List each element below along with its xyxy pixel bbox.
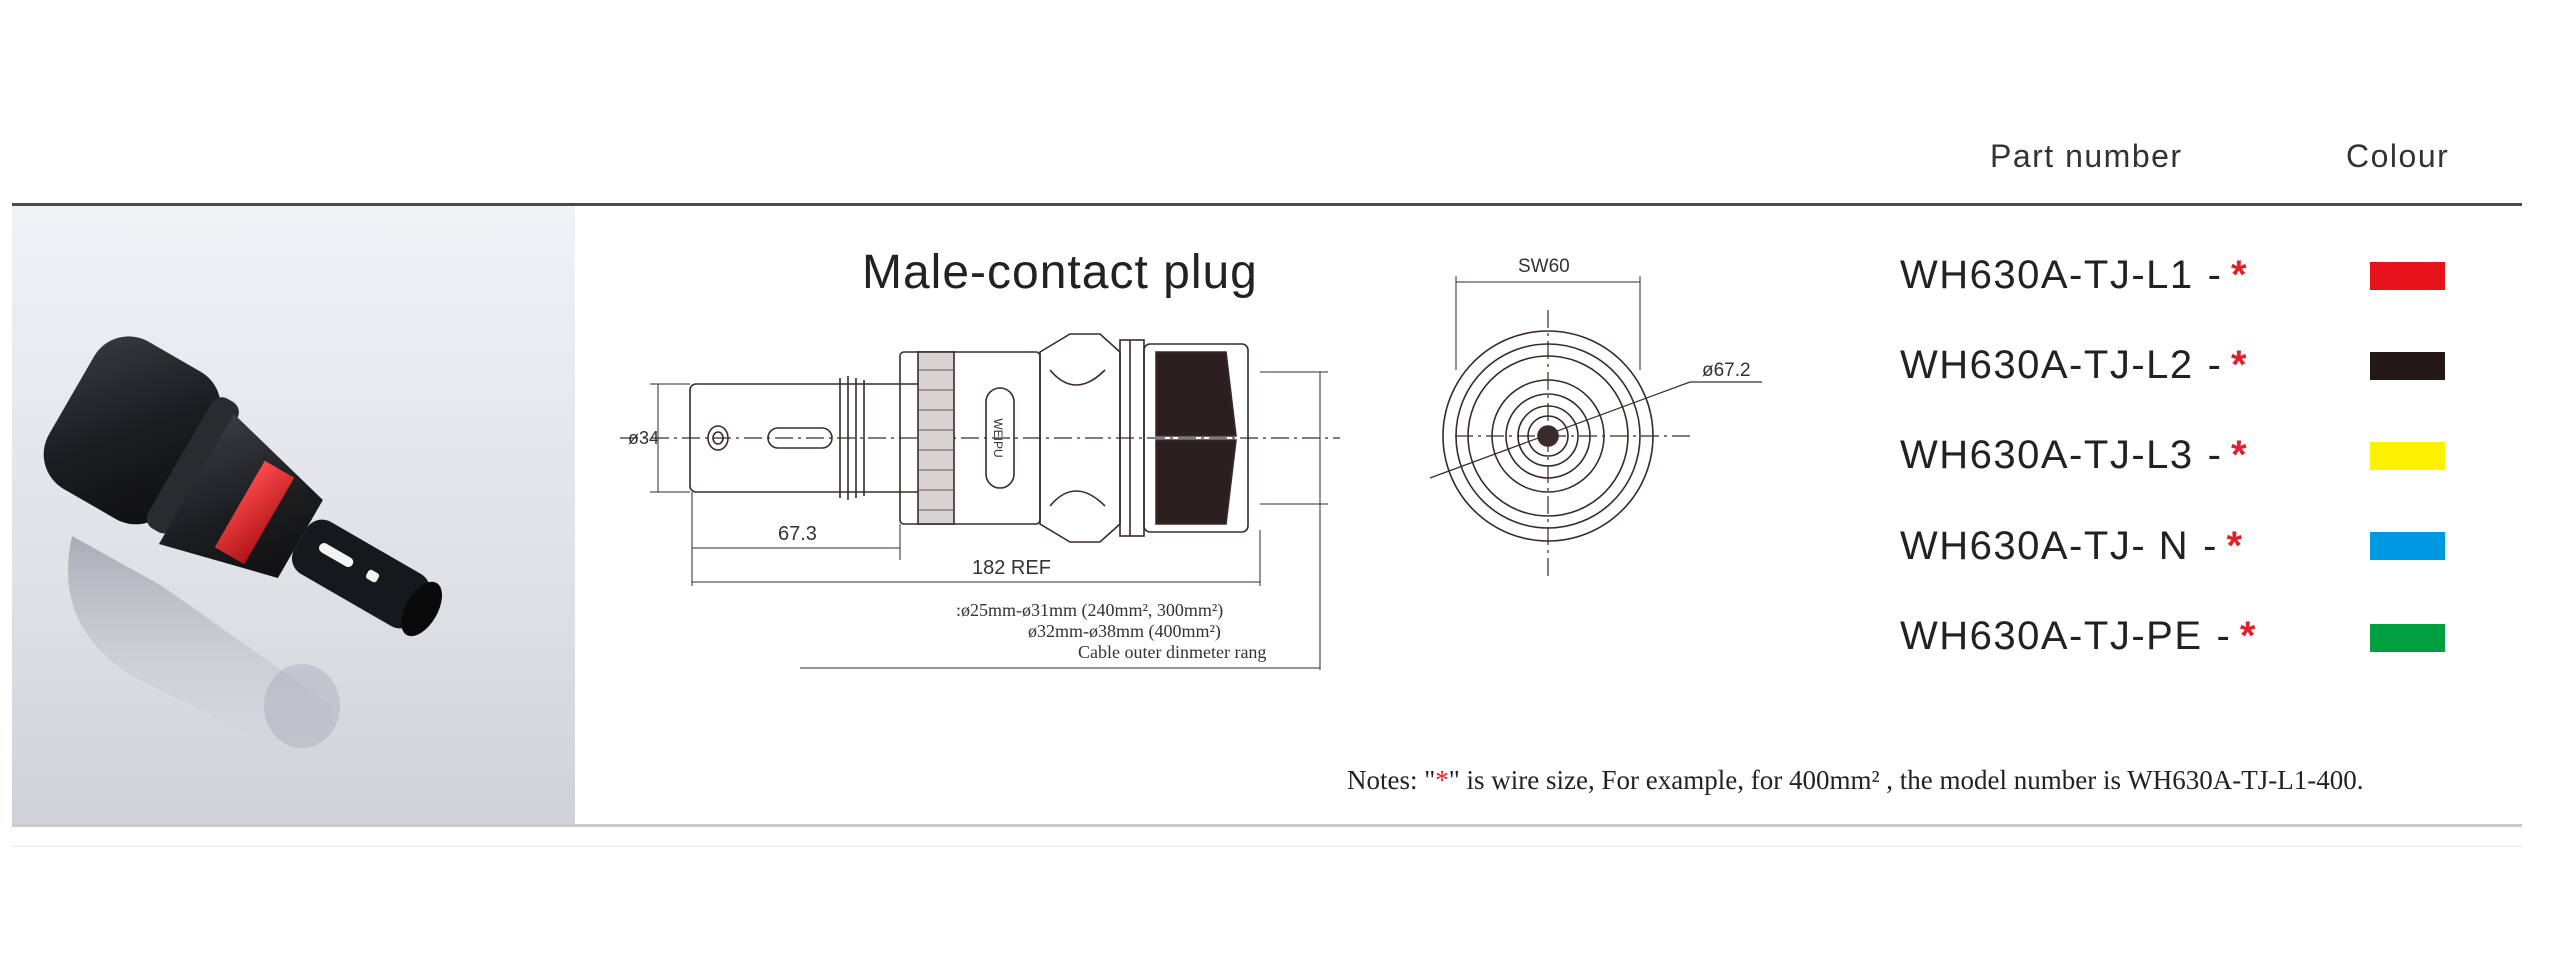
- colour-swatch-black: [2370, 352, 2445, 380]
- colour-swatch-red: [2370, 262, 2445, 290]
- part-dash: -: [2207, 342, 2221, 387]
- wire-size-star: *: [2230, 252, 2247, 297]
- colour-swatch-yellow: [2370, 442, 2445, 470]
- dim-length-ref: 182 REF: [972, 557, 1051, 579]
- cable-note-2: ø32mm-ø38mm (400mm²): [1028, 621, 1221, 642]
- part-number-header: Part number: [1990, 138, 2183, 174]
- part-dash: -: [2216, 613, 2230, 658]
- part-number: WH630A-TJ- N: [1900, 523, 2190, 568]
- drawing-title: Male-contact plug: [862, 246, 1258, 299]
- top-rule: [12, 203, 2522, 206]
- part-dash: -: [2207, 432, 2221, 477]
- part-number: WH630A-TJ-L3: [1900, 432, 2194, 477]
- colour-swatch-blue: [2370, 532, 2445, 560]
- notes-prefix: Notes: ": [1347, 765, 1436, 795]
- cable-note-3: Cable outer dinmeter rang: [1078, 642, 1266, 662]
- wire-size-star: *: [2230, 342, 2247, 387]
- part-row-n: WH630A-TJ- N - *: [1900, 516, 2242, 576]
- part-dash: -: [2207, 252, 2221, 297]
- part-row-pe: WH630A-TJ-PE - *: [1900, 606, 2255, 666]
- wire-size-star: *: [2239, 613, 2256, 658]
- wire-size-star: *: [2226, 523, 2243, 568]
- part-dash: -: [2203, 523, 2217, 568]
- end-view-drawing: SW60 ø67.2: [1429, 256, 1762, 580]
- colour-swatch-green: [2370, 624, 2445, 652]
- wire-size-star: *: [2230, 432, 2247, 477]
- side-view-drawing: ø34 67.3 182 REF :ø25mm-ø31mm (240mm², 3…: [620, 333, 1340, 670]
- part-number: WH630A-TJ-PE: [1900, 613, 2203, 658]
- part-number: WH630A-TJ-L2: [1900, 342, 2194, 387]
- dim-diameter-end: ø67.2: [1702, 360, 1751, 381]
- cable-note-1: :ø25mm-ø31mm (240mm², 300mm²): [956, 600, 1223, 621]
- notes-star: *: [1435, 765, 1449, 795]
- connector-photo-image: [43, 336, 443, 766]
- brand-mark: WEIPU: [991, 418, 1005, 457]
- part-row-l1: WH630A-TJ-L1 - *: [1900, 245, 2247, 305]
- bottom-rule-light: [12, 846, 2522, 847]
- part-number: WH630A-TJ-L1: [1900, 252, 2194, 297]
- notes-suffix: " is wire size, For example, for 400mm² …: [1448, 765, 2364, 795]
- bottom-rule: [12, 824, 2522, 827]
- part-row-l3: WH630A-TJ-L3 - *: [1900, 425, 2247, 485]
- notes: Notes: "*" is wire size, For example, fo…: [1347, 765, 2363, 796]
- dim-diameter-left: ø34: [628, 428, 659, 448]
- colour-header: Colour: [2346, 138, 2450, 174]
- product-photo: [12, 206, 575, 826]
- dim-length-a: 67.3: [778, 523, 817, 545]
- dim-wrench: SW60: [1518, 256, 1570, 277]
- part-row-l2: WH630A-TJ-L2 - *: [1900, 335, 2247, 395]
